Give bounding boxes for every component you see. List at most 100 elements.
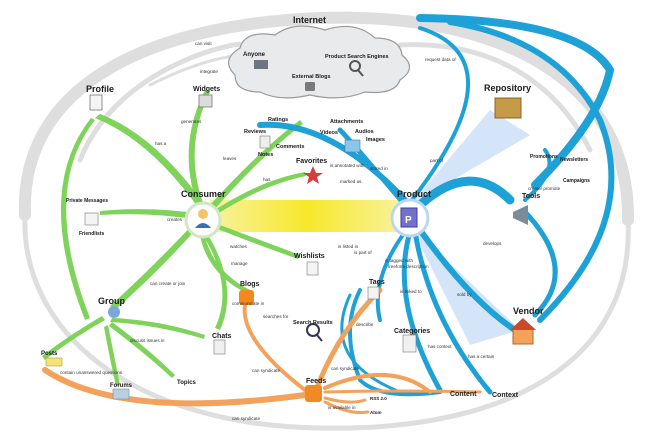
tools-label: Tools	[522, 193, 540, 200]
branch-product-context	[412, 229, 493, 395]
svg-text:P: P	[405, 215, 412, 226]
user-icon	[198, 209, 208, 219]
search-results-label: Search Results	[293, 320, 333, 326]
branch-tools-arc	[416, 14, 615, 189]
edge-is-tagged-with: is tagged with	[385, 258, 414, 263]
edge-is-available-in: is available in	[328, 405, 356, 410]
product-hub[interactable]: P	[390, 198, 430, 238]
edge-is-annotated-with: is annotated with	[330, 163, 365, 168]
posts-icon	[45, 357, 63, 367]
edge-is-listed-in: is listed in	[338, 244, 359, 249]
favorites-label: Favorites	[296, 158, 327, 165]
edge-can-syndicate-2: can syndicate	[331, 366, 360, 371]
edge-request-data-of: request data of	[425, 57, 456, 62]
branch-tools-promotions	[523, 148, 552, 202]
external-blogs-icon	[305, 82, 315, 91]
outer-gray-arc-bottom	[22, 212, 631, 431]
blogger-icon	[239, 290, 254, 305]
product-label: Product	[397, 189, 431, 199]
edge-stored-in: stored in	[370, 166, 388, 171]
house-icon	[512, 327, 534, 345]
node-icons	[45, 94, 536, 402]
product-box-icon	[400, 207, 418, 228]
notes-label: Notes	[258, 152, 273, 158]
edge-contains-unanswered: contain unanswered questions	[60, 370, 123, 375]
branch-vendor-arc	[447, 19, 615, 323]
edge-can-syndicate-1: can syndicate	[252, 368, 281, 373]
edge-can-visit: can visit	[195, 41, 212, 46]
branch-feeds-context	[323, 389, 482, 394]
forums-icon	[112, 388, 130, 400]
consumer-product-band	[210, 200, 405, 232]
reviews-label: Reviews	[244, 129, 266, 135]
edge-discuss-issues-in: discuss issues in	[130, 338, 165, 343]
consumer-label: Consumer	[181, 189, 226, 199]
posts-label: Posts	[41, 351, 58, 357]
branch-feeds-content	[323, 372, 432, 394]
edge-sold-by: sold by	[457, 292, 472, 297]
edge-generates: generates	[181, 119, 202, 124]
edge-creates: creates	[167, 217, 183, 222]
computer-icon	[254, 60, 268, 69]
branch-profile-group	[60, 118, 95, 320]
branch-feeds-atom	[323, 400, 370, 414]
edge-communicate-in: communicate in	[232, 301, 265, 306]
edge-manage: manage	[231, 261, 248, 266]
images-label: Images	[366, 137, 385, 143]
chats-icon	[213, 339, 226, 355]
repository-label: Repository	[484, 83, 531, 93]
edge-develops: develops	[483, 241, 502, 246]
branch-chats-group	[110, 318, 205, 339]
branch-forums	[104, 325, 120, 386]
branch-feeds-rss	[323, 396, 367, 404]
branch-tools-vendor	[522, 209, 558, 318]
wedge-repository	[410, 110, 530, 205]
branch-chats	[201, 230, 228, 330]
branch-private-messages	[100, 209, 202, 220]
edge-is-part-of: is part of	[354, 250, 372, 255]
branch-product-vendor	[417, 227, 518, 333]
tags-icon	[367, 286, 380, 300]
message-icon	[84, 212, 99, 226]
gray-arc-profile	[77, 41, 243, 163]
blue-branches	[257, 14, 615, 397]
branch-feeds-blogs	[242, 303, 307, 392]
search-engine-icon	[349, 60, 361, 72]
light-blue-wedges	[410, 110, 530, 345]
edge-labels: can visit integrate request data of gene…	[60, 41, 561, 421]
rss-label: RSS 2.0	[370, 396, 387, 401]
node-labels: Internet Anyone Product Search Engines E…	[41, 15, 590, 415]
edge-has-context: has context	[428, 344, 452, 349]
megaphone-icon	[513, 205, 528, 225]
branch-profile	[95, 114, 205, 210]
edge-part-of: part of	[430, 158, 444, 163]
edge-searches-for: searches for	[263, 314, 289, 319]
forums-label: Forums	[110, 383, 133, 389]
branch-tags-context	[340, 293, 402, 394]
consumer-circle	[184, 201, 222, 239]
topics-label: Topics	[177, 380, 197, 386]
widgets-label: Widgets	[193, 86, 220, 93]
branch-product-content	[401, 229, 443, 393]
atom-label: Atom	[370, 410, 382, 415]
ratings-label: Ratings	[268, 117, 288, 123]
promotions-label: Promotions	[530, 154, 558, 160]
edge-leaves: leaves	[223, 156, 237, 161]
private-messages-label: Private Messages	[66, 198, 108, 204]
consumer-hub[interactable]	[184, 201, 222, 239]
feeds-label: Feeds	[306, 378, 326, 385]
branch-wishlists	[210, 222, 300, 259]
attachments-label: Attachments	[330, 119, 363, 125]
branch-group	[110, 221, 200, 310]
branch-favorites	[212, 172, 306, 216]
cloud-icon	[228, 25, 411, 99]
categories-label: Categories	[394, 328, 430, 335]
friendlists-label: Friendlists	[79, 231, 105, 237]
star-icon	[303, 166, 323, 184]
newsletters-label: Newsletters	[560, 157, 588, 163]
branch-feeds-posts	[42, 367, 308, 407]
context-label: Context	[492, 392, 519, 399]
images-icon	[344, 139, 361, 153]
edge-create-promote: create/ promote	[528, 186, 561, 191]
edge-has-a: has a	[155, 141, 167, 146]
